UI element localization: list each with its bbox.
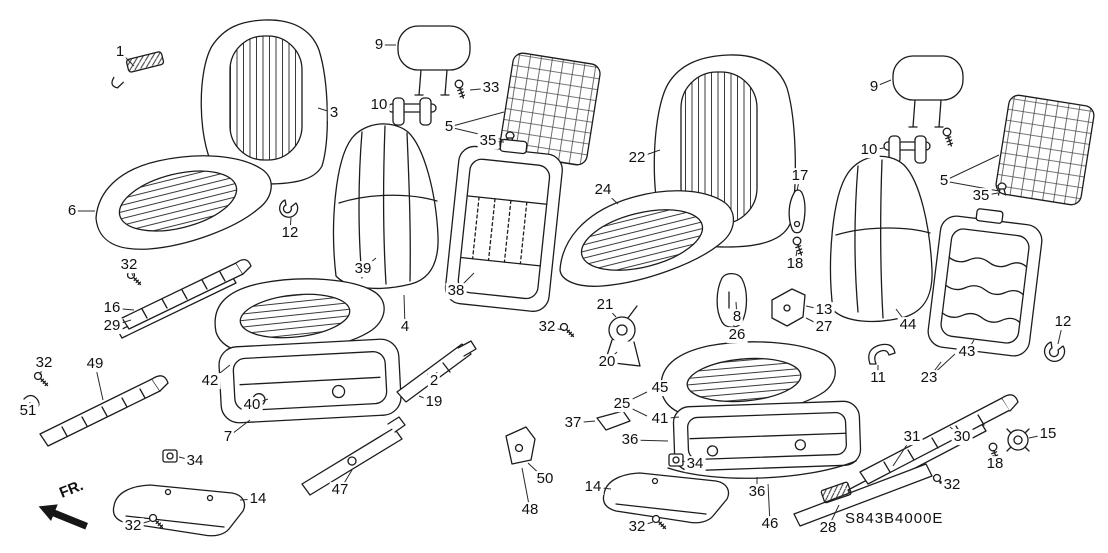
seat-cushion-pad-right — [660, 341, 836, 419]
callout-39: 39 — [352, 260, 374, 278]
callout-19: 19 — [423, 393, 445, 411]
callout-2: 2 — [427, 372, 441, 390]
callout-45: 45 — [649, 379, 671, 397]
callout-48: 48 — [519, 501, 541, 519]
seat-back-frame-right — [927, 208, 1043, 357]
seat-back-frame-left — [444, 138, 563, 312]
headrest-guides-right — [883, 135, 931, 164]
seat-cushion-pad-left — [214, 278, 385, 355]
hook-bracket-11 — [868, 343, 896, 365]
callout-51: 51 — [17, 402, 39, 420]
seat-back-panel-right — [995, 94, 1095, 206]
callout-14: 14 — [582, 478, 604, 496]
callout-49: 49 — [84, 355, 106, 373]
callout-11: 11 — [868, 369, 888, 387]
diagram-code: S843B4000E — [845, 510, 944, 527]
callout-29: 29 — [101, 317, 123, 335]
callout-24: 24 — [592, 181, 614, 199]
callout-13: 13 — [813, 301, 835, 319]
callout-17: 17 — [789, 167, 811, 185]
callout-47: 47 — [329, 481, 351, 499]
suspension-wire-46 — [667, 460, 857, 479]
callout-12: 12 — [1052, 313, 1074, 331]
callout-35: 35 — [477, 132, 499, 150]
mount-bracket-13 — [771, 288, 806, 327]
callout-32: 32 — [118, 256, 140, 274]
callout-41: 41 — [649, 410, 671, 428]
callout-30: 30 — [951, 428, 973, 446]
callout-37: 37 — [562, 414, 584, 432]
callout-1: 1 — [113, 43, 127, 61]
callout-31: 31 — [901, 428, 923, 446]
seat-tension-spring — [111, 51, 165, 89]
headrest-guides-left — [387, 97, 437, 126]
adjuster-knob-15 — [1006, 428, 1030, 452]
callout-28: 28 — [817, 519, 839, 537]
callout-32: 32 — [941, 476, 963, 494]
bracket-12-left — [279, 199, 299, 218]
callout-36: 36 — [746, 483, 768, 501]
callout-9: 9 — [372, 36, 386, 54]
seat-back-cover-left — [200, 19, 328, 185]
headrest-left — [397, 25, 471, 96]
callout-26: 26 — [726, 326, 748, 344]
callout-16: 16 — [101, 299, 123, 317]
seat-back-pad-left — [332, 123, 439, 290]
callout-32: 32 — [122, 517, 144, 535]
cushion-trim-37 — [596, 410, 631, 431]
callout-23: 23 — [918, 369, 940, 387]
callout-27: 27 — [813, 318, 835, 336]
seat-slide-rail-left — [117, 259, 252, 339]
callout-40: 40 — [241, 396, 263, 414]
seat-rail-rear-right — [793, 463, 933, 527]
side-trim-panel-left — [112, 484, 246, 537]
callout-3: 3 — [327, 104, 341, 122]
callout-5: 5 — [442, 118, 456, 136]
recliner-handle-17 — [788, 189, 806, 234]
callout-5: 5 — [937, 172, 951, 190]
callout-9: 9 — [867, 78, 881, 96]
callout-21: 21 — [594, 296, 616, 314]
callout-12: 12 — [279, 224, 301, 242]
callout-25: 25 — [611, 395, 633, 413]
fr-direction-arrow — [38, 504, 88, 530]
callout-10: 10 — [858, 141, 880, 159]
seat-cushion-right — [559, 190, 735, 287]
callout-10: 10 — [368, 96, 390, 114]
callout-35: 35 — [970, 187, 992, 205]
callout-38: 38 — [445, 282, 467, 300]
callout-22: 22 — [626, 149, 648, 167]
side-trim-panel-right — [602, 472, 730, 524]
callout-20: 20 — [596, 353, 618, 371]
seat-cushion-left — [95, 155, 272, 250]
callout-36: 36 — [619, 431, 641, 449]
callout-4: 4 — [398, 318, 412, 336]
hinge-bracket-50 — [505, 426, 536, 465]
callout-8: 8 — [730, 308, 744, 326]
callout-15: 15 — [1037, 425, 1059, 443]
callout-46: 46 — [759, 515, 781, 533]
callout-6: 6 — [65, 202, 79, 220]
callout-34: 34 — [184, 452, 206, 470]
callout-50: 50 — [534, 470, 556, 488]
callout-34: 34 — [684, 455, 706, 473]
callout-7: 7 — [221, 428, 235, 446]
callout-33: 33 — [480, 79, 502, 97]
callout-18: 18 — [784, 255, 806, 273]
bracket-12-right — [1043, 341, 1066, 362]
callout-18: 18 — [984, 455, 1006, 473]
seat-cushion-frame-right — [672, 400, 862, 472]
callout-32: 32 — [33, 354, 55, 372]
callout-32: 32 — [536, 318, 558, 336]
callout-14: 14 — [247, 490, 269, 508]
callout-43: 43 — [956, 343, 978, 361]
callout-42: 42 — [199, 372, 221, 390]
callout-32: 32 — [626, 518, 648, 536]
headrest-right — [892, 55, 964, 128]
support-bracket-47 — [301, 416, 406, 496]
callout-44: 44 — [897, 316, 919, 334]
seat-rail-outer-left — [39, 375, 169, 447]
